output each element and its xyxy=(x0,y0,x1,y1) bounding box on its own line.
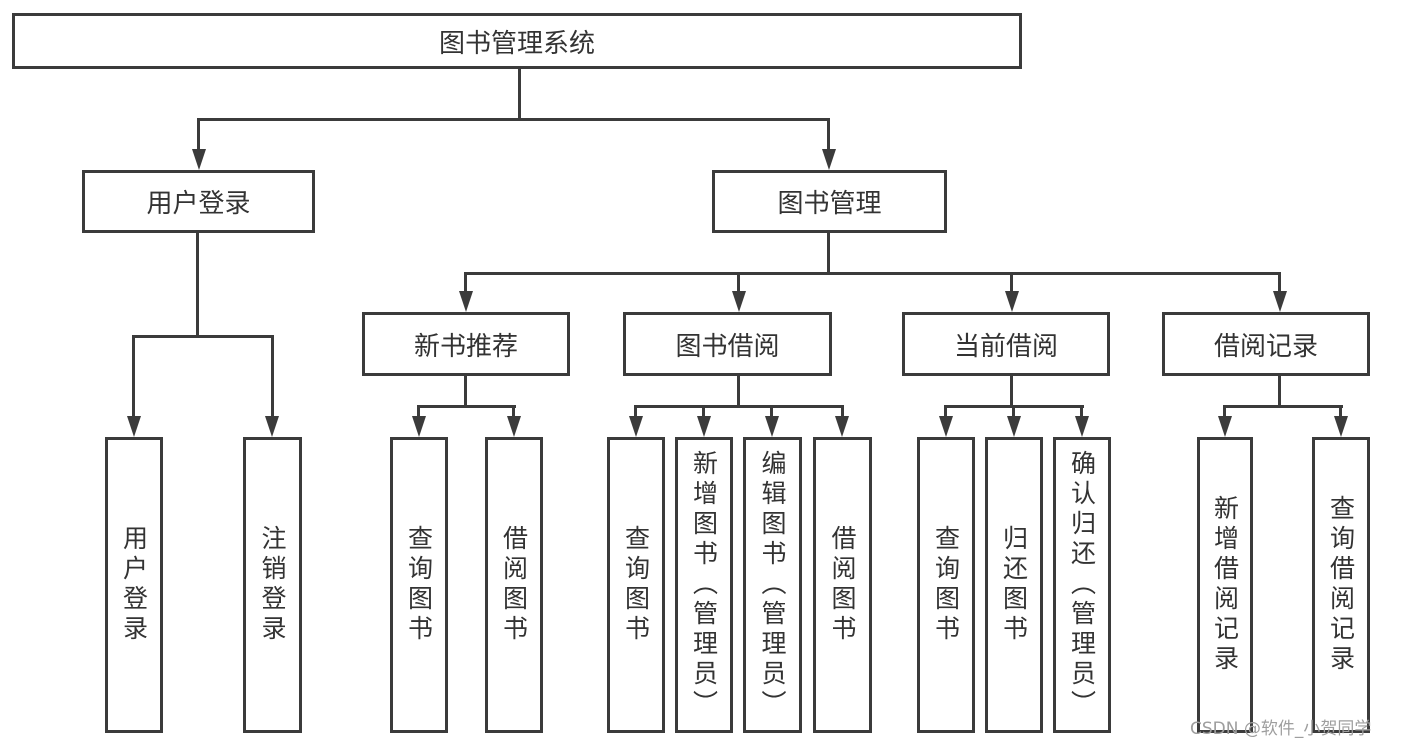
connector-arrow-line xyxy=(944,405,947,417)
arrow-down-icon xyxy=(192,149,206,170)
connector-arrow-line xyxy=(271,335,274,417)
connector-group4-hline xyxy=(1223,405,1343,408)
node-new-book-recommendation: 新书推荐 xyxy=(362,312,570,376)
arrow-down-icon xyxy=(835,416,849,437)
arrow-down-icon xyxy=(507,416,521,437)
leaf-query-books-1: 查询图书 xyxy=(390,437,448,733)
connector-book-management-stub xyxy=(827,233,830,272)
connector-arrow-book-management-line xyxy=(827,118,830,151)
watermark: CSDN @软件_小贺同学 xyxy=(1190,719,1372,739)
leaf-return-book: 归还图书 xyxy=(985,437,1043,733)
connector-arrow-line xyxy=(841,405,844,417)
node-current-borrowing: 当前借阅 xyxy=(902,312,1110,376)
arrow-down-icon xyxy=(939,416,953,437)
connector-root-stub xyxy=(518,69,521,118)
arrow-down-icon xyxy=(822,149,836,170)
connector-arrow-line xyxy=(1010,272,1013,292)
arrow-down-icon xyxy=(1005,291,1019,312)
connector-group3-stub xyxy=(1010,376,1013,405)
arrow-down-icon xyxy=(127,416,141,437)
connector-arrow-line xyxy=(634,405,637,417)
leaf-add-borrow-record: 新增借阅记录 xyxy=(1197,437,1253,733)
connector-book-management-hline xyxy=(464,272,1281,275)
connector-arrow-line xyxy=(1012,405,1015,417)
leaf-query-books-3: 查询图书 xyxy=(917,437,975,733)
node-user-login: 用户登录 xyxy=(82,170,315,233)
arrow-down-icon xyxy=(459,291,473,312)
connector-group4-stub xyxy=(1278,376,1281,405)
arrow-down-icon xyxy=(1007,416,1021,437)
connector-arrow-user-login-line xyxy=(197,118,200,151)
leaf-query-books-2: 查询图书 xyxy=(607,437,665,733)
connector-arrow-line xyxy=(770,405,773,417)
arrow-down-icon xyxy=(412,416,426,437)
connector-arrow-line xyxy=(737,272,740,292)
arrow-down-icon xyxy=(732,291,746,312)
connector-group1-hline xyxy=(418,405,516,408)
arrow-down-icon xyxy=(1075,416,1089,437)
connector-root-hline xyxy=(198,118,830,121)
arrow-down-icon xyxy=(697,416,711,437)
connector-arrow-line xyxy=(702,405,705,417)
connector-arrow-line xyxy=(1223,405,1226,417)
arrow-down-icon xyxy=(1273,291,1287,312)
connector-arrow-line xyxy=(1080,405,1083,417)
arrow-down-icon xyxy=(1218,416,1232,437)
leaf-logout: 注销登录 xyxy=(243,437,302,733)
arrow-down-icon xyxy=(765,416,779,437)
connector-user-login-hline xyxy=(133,335,274,338)
connector-arrow-line xyxy=(464,272,467,292)
leaf-user-login: 用户登录 xyxy=(105,437,163,733)
connector-group2-hline xyxy=(634,405,844,408)
connector-group1-stub xyxy=(464,376,467,405)
connector-user-login-stub xyxy=(196,233,199,335)
arrow-down-icon xyxy=(265,416,279,437)
connector-group2-stub xyxy=(737,376,740,405)
node-book-management: 图书管理 xyxy=(712,170,947,233)
node-book-borrowing: 图书借阅 xyxy=(623,312,832,376)
node-library-management-system: 图书管理系统 xyxy=(12,13,1022,69)
connector-arrow-line xyxy=(512,405,515,417)
leaf-borrow-books-1: 借阅图书 xyxy=(485,437,543,733)
leaf-confirm-return-admin: 确认归还（管理员） xyxy=(1053,437,1111,733)
connector-arrow-line xyxy=(1278,272,1281,292)
arrow-down-icon xyxy=(1334,416,1348,437)
leaf-query-borrow-record: 查询借阅记录 xyxy=(1312,437,1370,733)
connector-arrow-line xyxy=(417,405,420,417)
leaf-add-book-admin: 新增图书（管理员） xyxy=(675,437,733,733)
leaf-borrow-books-2: 借阅图书 xyxy=(813,437,872,733)
connector-arrow-line xyxy=(132,335,135,417)
leaf-edit-book-admin: 编辑图书（管理员） xyxy=(743,437,802,733)
connector-arrow-line xyxy=(1339,405,1342,417)
arrow-down-icon xyxy=(629,416,643,437)
node-borrowing-records: 借阅记录 xyxy=(1162,312,1370,376)
